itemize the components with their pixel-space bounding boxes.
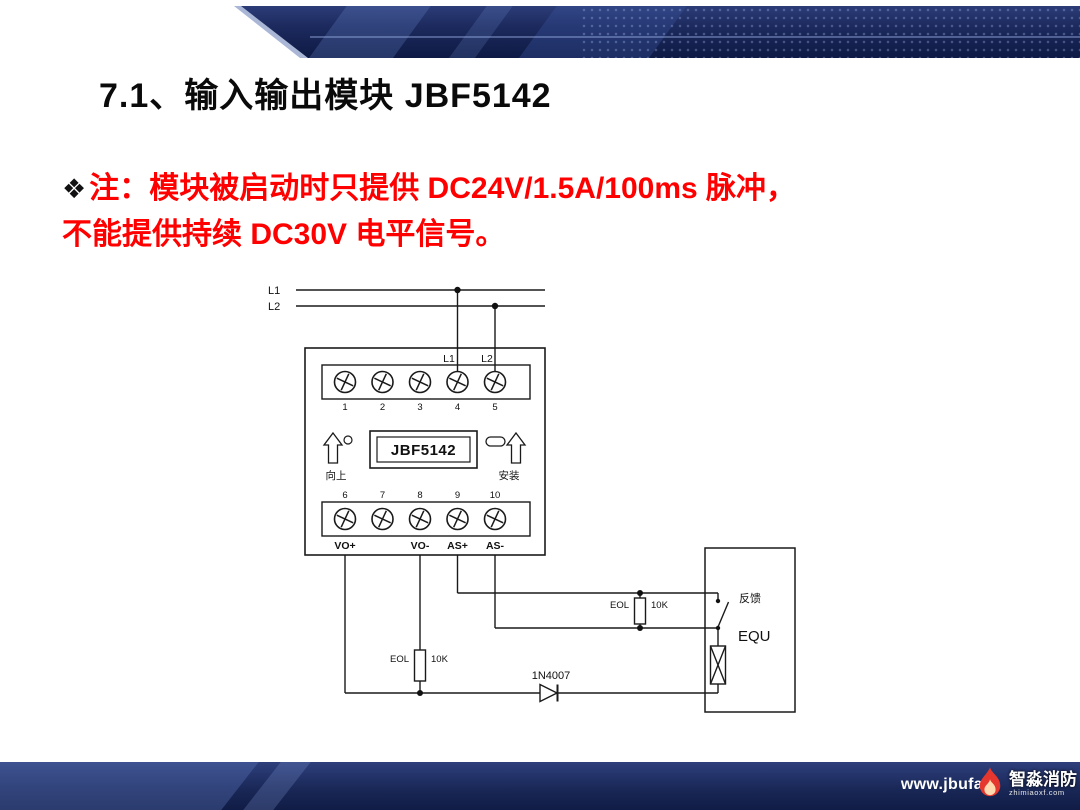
terminal-screws-top — [332, 369, 508, 395]
note-bullet: ❖ — [62, 174, 87, 204]
feedback-switch-blade — [717, 601, 730, 628]
label-as-plus: AS+ — [447, 540, 468, 552]
terminal-strip-bottom — [321, 501, 531, 537]
label-vo-minus: VO- — [411, 540, 430, 552]
bus-lines — [296, 289, 545, 372]
footer-logo-subtext: zhimiaoxf.com — [1009, 787, 1065, 797]
up-indicator-dot-icon — [343, 435, 353, 445]
eol-top-value: 10K — [651, 600, 669, 611]
terminal-number: 8 — [417, 490, 422, 501]
feedback-label: 反馈 — [739, 592, 761, 605]
module-l1-label: L1 — [443, 353, 455, 365]
terminal-number: 5 — [492, 402, 497, 413]
bottom-bar-stripe — [0, 762, 259, 810]
oval-indicator-icon — [485, 436, 506, 447]
terminal-numbers-top: 1 2 3 4 5 — [342, 402, 497, 413]
top-bar-dots-texture — [580, 6, 1080, 58]
top-bar-band — [241, 6, 1080, 58]
terminal-number: 2 — [380, 402, 385, 413]
bus-label-l1: L1 — [268, 285, 280, 297]
top-bar-stripe — [308, 6, 436, 58]
eol-resistor-top — [633, 597, 647, 625]
top-bar-accent-line — [310, 36, 1080, 38]
note-line-1: ❖注：模块被启动时只提供 DC24V/1.5A/100ms 脉冲， — [62, 166, 796, 212]
display-frame — [369, 430, 478, 469]
load-box — [709, 645, 727, 685]
note-text-1: 注：模块被启动时只提供 DC24V/1.5A/100ms 脉冲， — [89, 172, 797, 205]
eol-resistor-bottom — [413, 649, 427, 682]
switch-contact — [715, 598, 721, 604]
top-bar-stripe — [448, 6, 518, 58]
flame-icon — [979, 767, 1001, 797]
terminal-number: 1 — [342, 402, 347, 413]
page-title: 7.1、输入输出模块 JBF5142 — [99, 77, 552, 115]
diode-1n4007 — [539, 683, 559, 703]
footer-logo: 智淼消防 zhimiaoxf.com — [976, 766, 1077, 802]
field-wiring — [344, 555, 730, 694]
equ-box — [704, 547, 796, 713]
diode-label: 1N4007 — [532, 670, 571, 682]
junction-dot — [417, 690, 423, 696]
footer-logo-text: 智淼消防 — [1009, 770, 1077, 790]
junction-dot — [637, 590, 643, 596]
top-bar — [0, 0, 1080, 58]
junction-dot — [454, 286, 461, 294]
equ-label: EQU — [738, 628, 771, 645]
switch-contact — [715, 625, 721, 631]
install-arrow-icon — [505, 431, 527, 464]
terminal-screws-bottom — [332, 506, 508, 532]
module-l2-label: L2 — [481, 353, 493, 365]
display-model-text: JBF5142 — [391, 442, 456, 459]
note-text-2: 不能提供持续 DC30V 电平信号。 — [62, 218, 506, 251]
junction-dot — [637, 625, 643, 631]
wire-as-plus — [456, 555, 718, 594]
label-vo-plus: VO+ — [334, 540, 355, 552]
terminal-strip-top — [321, 364, 531, 400]
terminal-number: 9 — [455, 490, 460, 501]
eol-bottom-value: 10K — [431, 654, 449, 665]
bottom-bar-stripe — [243, 762, 311, 810]
bus-label-l2: L2 — [268, 301, 280, 313]
up-label: 向上 — [326, 469, 347, 482]
wire-as-minus — [494, 555, 718, 629]
bottom-bar: www.jbufa 智淼消防 zhimiaoxf.com — [0, 762, 1080, 810]
terminal-number: 3 — [417, 402, 422, 413]
terminal-number: 4 — [455, 402, 460, 413]
label-as-minus: AS- — [486, 540, 505, 552]
install-label: 安装 — [499, 469, 520, 482]
junction-dot — [491, 302, 499, 310]
terminal-number: 10 — [490, 490, 501, 501]
terminal-numbers-bottom: 6 7 8 9 10 — [342, 490, 500, 501]
note-block: ❖注：模块被启动时只提供 DC24V/1.5A/100ms 脉冲， 不能提供持续… — [62, 166, 796, 257]
note-line-2: 不能提供持续 DC30V 电平信号。 — [62, 212, 796, 257]
module-outline — [304, 347, 546, 556]
terminal-number: 7 — [380, 490, 385, 501]
display-window — [376, 436, 471, 463]
terminal-number: 6 — [342, 490, 347, 501]
footer-url: www.jbufa — [900, 776, 983, 793]
up-arrow-icon — [322, 431, 344, 464]
eol-top-name: EOL — [610, 600, 629, 611]
eol-bottom-name: EOL — [390, 654, 409, 665]
